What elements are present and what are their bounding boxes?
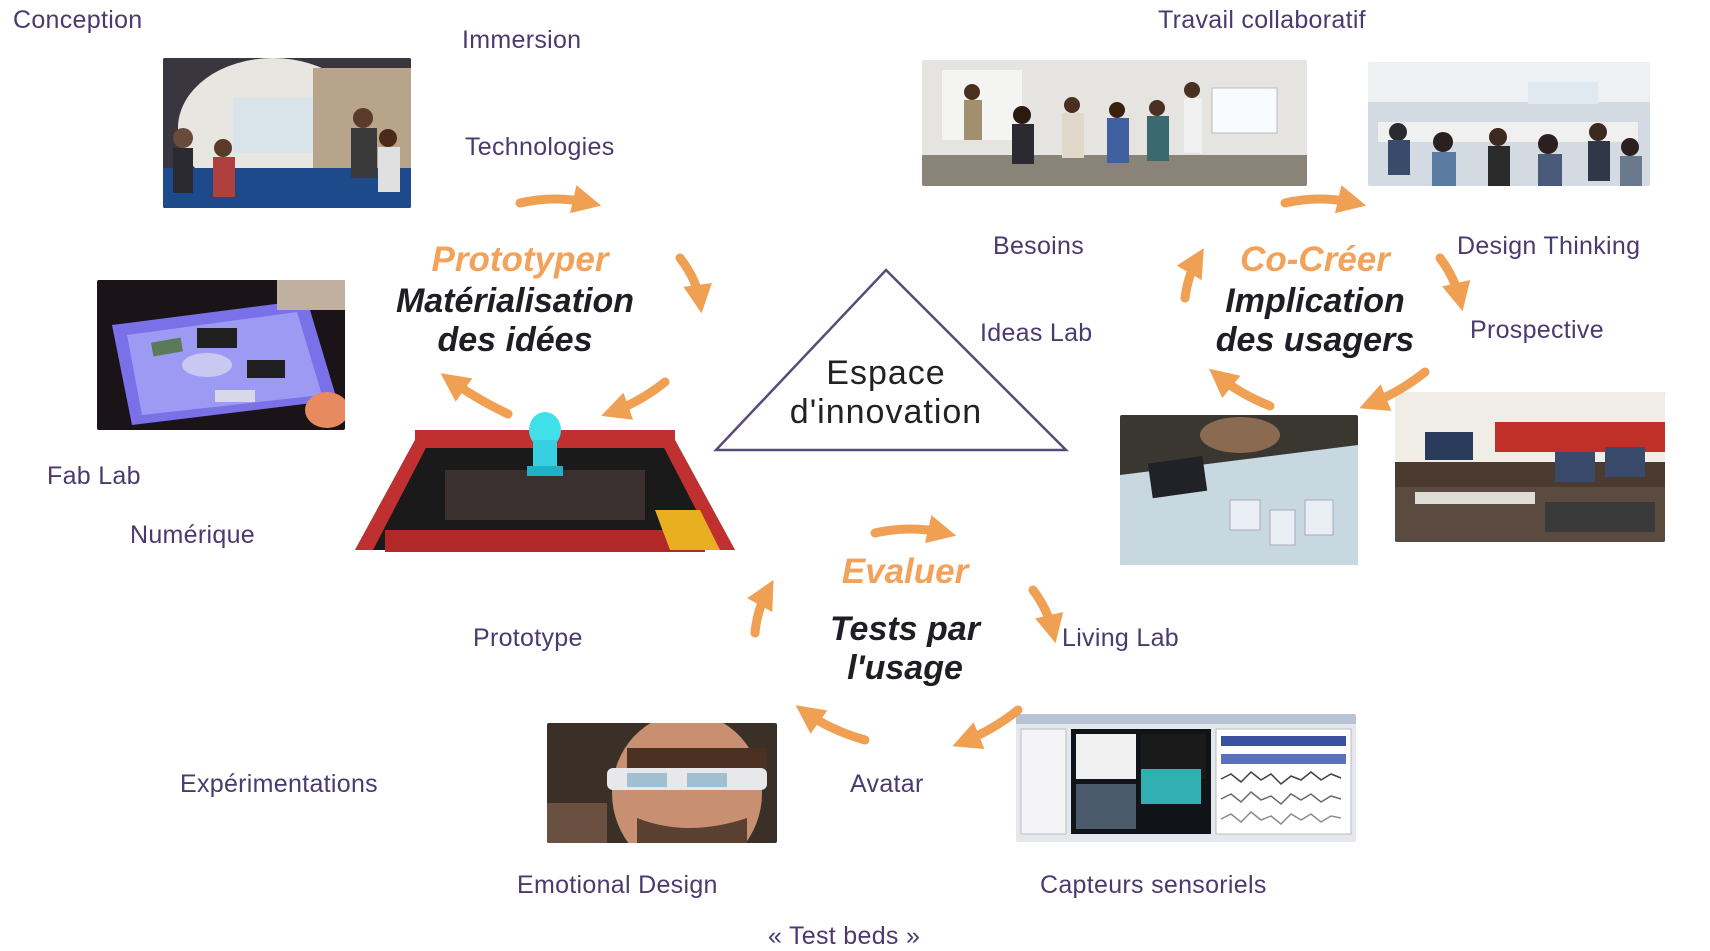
cocreer-subtitle-line1: Implication — [1225, 282, 1405, 320]
cocreer-arrow-bottom-right — [1359, 367, 1430, 411]
cocreer-subtitle-line2: des usagers — [1215, 321, 1415, 359]
touch-table-photo — [97, 280, 345, 430]
keyword-travail-collaboratif: Travail collaboratif — [1158, 6, 1366, 34]
evaluer-arrow-bottom-left — [795, 705, 870, 745]
prototyper-subtitle: Matérialisation des idées — [350, 282, 680, 360]
keyword-test-beds: « Test beds » — [768, 922, 921, 950]
prototyper-subtitle-line1: Matérialisation — [395, 282, 635, 320]
evaluer-arrow-left — [747, 579, 774, 638]
keyword-besoins: Besoins — [993, 232, 1085, 260]
keyword-avatar: Avatar — [850, 770, 924, 798]
prototyper-arrow-bottom-left — [440, 373, 513, 419]
keyword-prospective: Prospective — [1470, 316, 1604, 344]
cocreer-subtitle: Implication des usagers — [1170, 282, 1460, 360]
keyword-experimentations: Expérimentations — [180, 770, 378, 798]
cocreer-arrow-right — [1435, 253, 1471, 312]
evaluer-arrow-top — [870, 515, 957, 544]
keyword-design-thinking: Design Thinking — [1457, 232, 1641, 260]
keyword-capteurs-sensoriels: Capteurs sensoriels — [1040, 871, 1267, 899]
3d-printer-photo — [355, 400, 735, 555]
workshop-photo — [922, 60, 1307, 186]
cocreer-title: Co-Créer — [1240, 240, 1390, 279]
keyword-numerique: Numérique — [130, 521, 255, 549]
cocreer-arrow-top — [1280, 185, 1367, 214]
evaluer-subtitle-line2: l'usage — [847, 649, 963, 687]
evaluer-subtitle: Tests par l'usage — [790, 610, 1020, 688]
meeting-room-photo — [1368, 62, 1650, 186]
keyword-conception: Conception — [13, 6, 143, 34]
evaluer-arrow-right — [1028, 585, 1064, 644]
keyword-technologies: Technologies — [465, 133, 615, 161]
sensor-software-photo — [1016, 714, 1356, 842]
cocreer-arrow-bottom-left — [1209, 368, 1275, 411]
center-label-line1: Espace — [826, 354, 946, 392]
eyetracking-glasses-photo — [547, 723, 777, 843]
immersion-photo — [163, 58, 411, 208]
prototyper-subtitle-line2: des idées — [437, 321, 593, 359]
prototyper-arrow-right — [675, 253, 712, 314]
center-label: Espace d'innovation — [756, 354, 1016, 432]
keyword-prototype: Prototype — [473, 624, 583, 652]
keyword-emotional-design: Emotional Design — [517, 871, 718, 899]
tablet-table-photo — [1120, 415, 1358, 565]
evaluer-title: Evaluer — [841, 552, 969, 591]
prototyper-arrow-top — [515, 185, 602, 214]
keyword-immersion: Immersion — [462, 26, 582, 54]
keyword-ideas-lab: Ideas Lab — [980, 319, 1093, 347]
evaluer-arrow-bottom-right — [952, 705, 1023, 749]
prototyper-arrow-bottom-right — [601, 377, 670, 420]
lab-room-photo — [1395, 392, 1665, 542]
cocreer-arrow-left — [1176, 248, 1204, 303]
prototyper-title: Prototyper — [431, 240, 609, 279]
evaluer-subtitle-line1: Tests par — [830, 610, 980, 648]
keyword-living-lab: Living Lab — [1062, 624, 1179, 652]
keyword-fab-lab: Fab Lab — [47, 462, 141, 490]
center-label-line2: d'innovation — [789, 393, 983, 431]
innovation-triangle — [713, 268, 1070, 452]
